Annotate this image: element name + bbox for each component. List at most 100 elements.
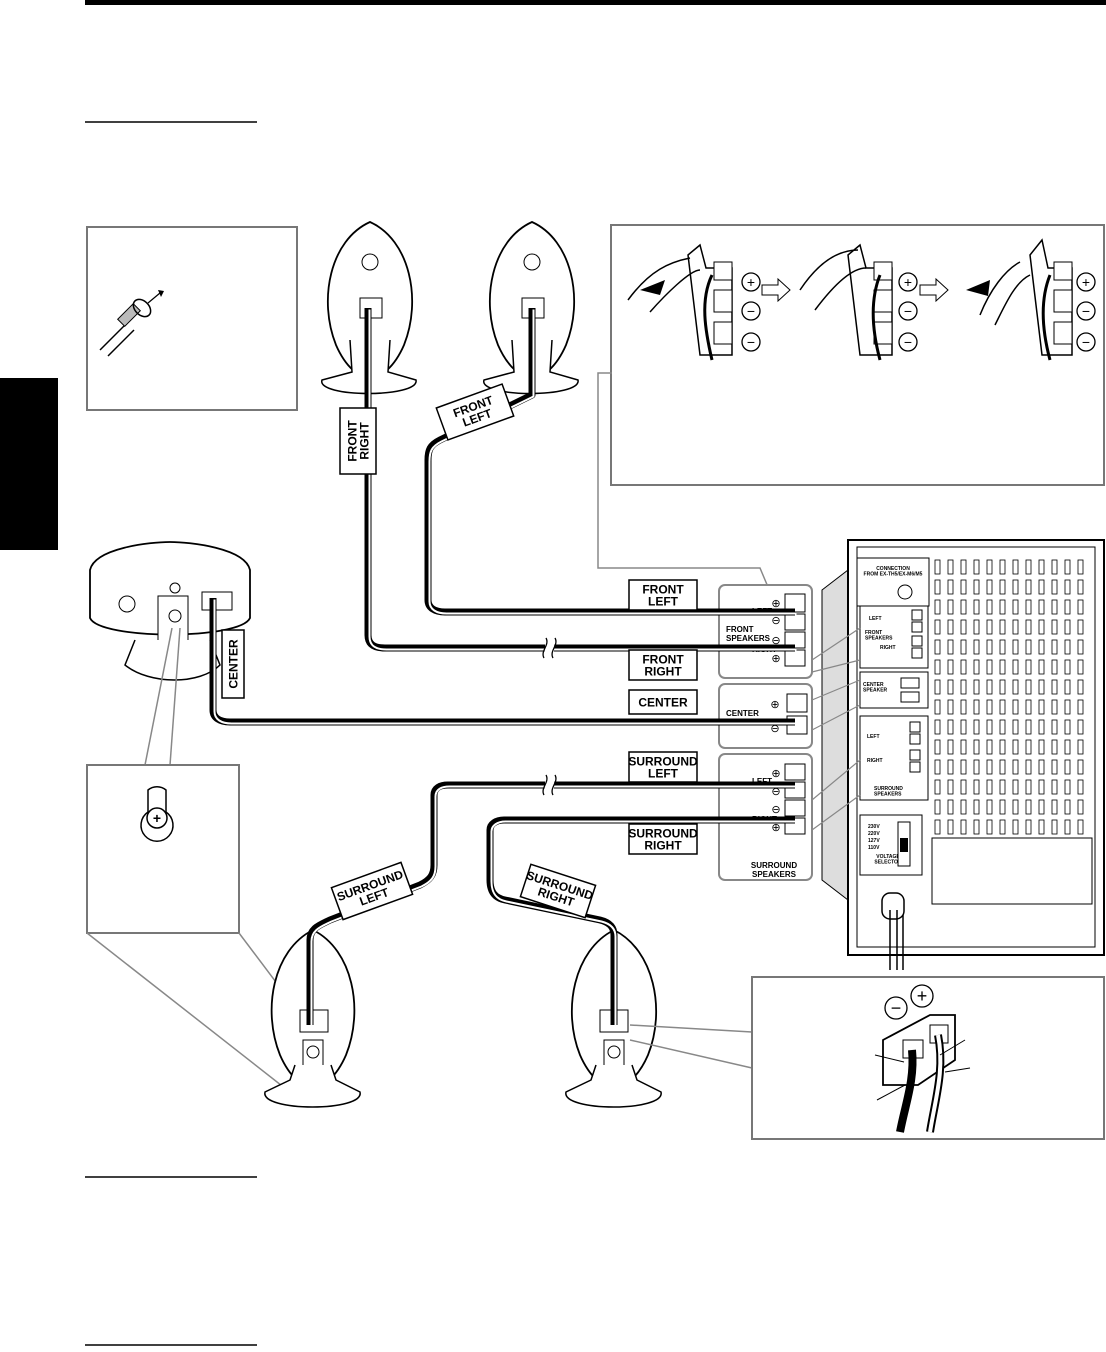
vent-slot [1025, 759, 1032, 775]
vent-slot [973, 619, 980, 635]
vent-slot [947, 799, 954, 815]
vent-slot [973, 699, 980, 715]
vent-slot [934, 799, 941, 815]
vent-slot [999, 559, 1006, 575]
vent-slot [973, 639, 980, 655]
vent-slot [934, 759, 941, 775]
vent-slot [934, 659, 941, 675]
term-minus-1: ⊖ [771, 615, 780, 627]
section-tab [0, 378, 58, 550]
vent-slot [1038, 779, 1045, 795]
vent-slot [1012, 779, 1019, 795]
vent-slot [934, 719, 941, 735]
vent-slot [1038, 819, 1045, 835]
top-rule [85, 0, 1106, 5]
vent-slot [986, 579, 993, 595]
power-cord-grommet [881, 892, 905, 920]
inset-terminal-steps: + − − + − − [610, 224, 1105, 486]
vent-slot [986, 779, 993, 795]
vent-slot [1051, 699, 1058, 715]
term-sur-plus-1: ⊕ [771, 768, 780, 780]
vent-slot [973, 739, 980, 755]
vent-slot [1051, 819, 1058, 835]
vent-slot [1064, 659, 1071, 675]
vent-slot [934, 819, 941, 835]
vent-slot [1077, 699, 1084, 715]
sub-surround-right: RIGHT [867, 758, 883, 764]
vent-slot [986, 819, 993, 835]
vent-slot [934, 639, 941, 655]
vent-slot [1051, 799, 1058, 815]
svg-text:+: + [904, 274, 912, 290]
inset-speaker-terminal: − + [751, 976, 1105, 1140]
cable-break-gap [545, 639, 554, 657]
vent-slot [999, 639, 1006, 655]
vent-slot [973, 799, 980, 815]
vent-slot [1025, 739, 1032, 755]
label-front-right-speaker-text: FRONTRIGHT [345, 420, 371, 462]
vent-slot [1012, 739, 1019, 755]
term-center-plus: ⊕ [770, 699, 779, 711]
vent-slot [960, 739, 967, 755]
svg-text:−: − [1082, 303, 1090, 319]
vent-slot [1025, 819, 1032, 835]
inset-wall-screw: + [86, 627, 313, 1101]
vent-slot [999, 719, 1006, 735]
terminal-step-3: + − − [966, 238, 1096, 361]
vent-slot [934, 699, 941, 715]
vent-slot [1077, 639, 1084, 655]
vent-slot [999, 699, 1006, 715]
vent-slot [1038, 759, 1045, 775]
vent-slot [999, 759, 1006, 775]
vent-slot [1012, 599, 1019, 615]
vent-slot [934, 579, 941, 595]
vent-slot [1051, 599, 1058, 615]
vent-slot [960, 639, 967, 655]
callout-line-2 [629, 1024, 753, 1033]
label-surround-left-speaker-box [330, 861, 414, 921]
vent-slot [1064, 579, 1071, 595]
vent-slot [973, 559, 980, 575]
vent-slot [947, 759, 954, 775]
subwoofer-side [821, 568, 849, 902]
vent-slot [1051, 739, 1058, 755]
front-left-cable-stripe [428, 309, 797, 615]
voltage-option: 110V [868, 845, 880, 851]
svg-text:−: − [904, 334, 912, 350]
vent-slot [960, 699, 967, 715]
vent-slot [1038, 659, 1045, 675]
vent-slot [960, 679, 967, 695]
callout-line-3 [629, 1039, 753, 1069]
label-front-left-speaker: FRONTLEFT [435, 383, 515, 441]
vent-slot [960, 799, 967, 815]
terminal-step-2: + − − [799, 243, 918, 361]
vent-slot [1051, 639, 1058, 655]
vent-slot [960, 619, 967, 635]
vent-slot [1077, 759, 1084, 775]
vent-slot [1064, 779, 1071, 795]
vent-slot [1077, 739, 1084, 755]
vent-slot [1051, 719, 1058, 735]
label-front-right-tag-box [628, 649, 698, 681]
vent-slot [1064, 719, 1071, 735]
vent-slot [947, 599, 954, 615]
label-center-speaker: CENTER [221, 629, 245, 699]
surround-left-cable [306, 781, 795, 1025]
vent-slot [934, 739, 941, 755]
vent-slot [1077, 779, 1084, 795]
vent-slot [1012, 579, 1019, 595]
vent-slot [947, 819, 954, 835]
vent-slot [934, 559, 941, 575]
vent-slot [1051, 779, 1058, 795]
vent-slot [1025, 659, 1032, 675]
vent-slot [1025, 779, 1032, 795]
vent-slot [999, 779, 1006, 795]
